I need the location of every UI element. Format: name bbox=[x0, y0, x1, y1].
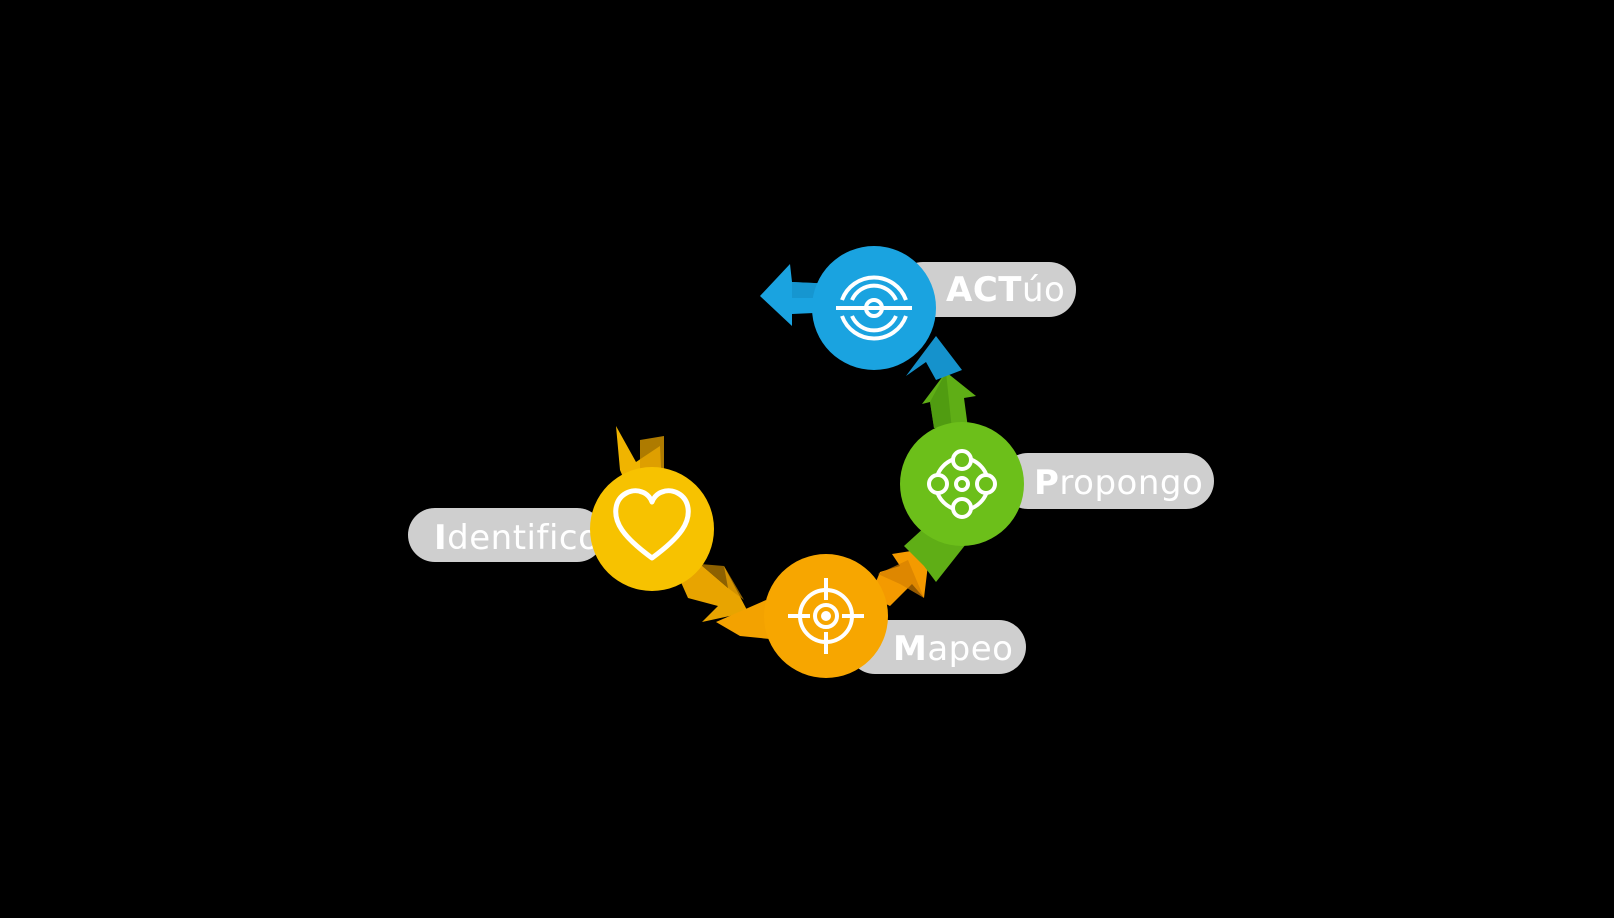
label-pill-actuo: ACTúo bbox=[896, 262, 1076, 317]
arrow-mapeo-to-propongo bbox=[870, 548, 930, 606]
step-rest-actuo: úo bbox=[1022, 270, 1065, 310]
step-mapeo bbox=[764, 554, 888, 678]
pill-mapeo bbox=[848, 620, 1026, 674]
step-actuo bbox=[812, 246, 936, 370]
arrow-tail-mapeo bbox=[716, 600, 780, 640]
label-pill-mapeo: Mapeo bbox=[848, 620, 1026, 674]
step-rest-identifico: dentifico bbox=[447, 518, 599, 558]
step-label-propongo: Propongo bbox=[1034, 463, 1203, 503]
pill-identifico bbox=[408, 508, 604, 562]
step-label-actuo: ACTúo bbox=[946, 270, 1065, 310]
heart-icon bbox=[613, 488, 691, 561]
label-pill-propongo: Propongo bbox=[1000, 453, 1214, 509]
step-rest-mapeo: apeo bbox=[927, 629, 1013, 669]
arrow-propongo-to-actuo bbox=[922, 372, 976, 430]
circle-identifico bbox=[590, 467, 714, 591]
arrow-tail-actuo bbox=[906, 336, 962, 380]
label-pill-identifico: Identifico bbox=[408, 508, 604, 562]
circle-propongo bbox=[900, 422, 1024, 546]
step-initial-propongo: P bbox=[1034, 463, 1059, 503]
step-propongo bbox=[900, 422, 1024, 546]
crosshair-icon bbox=[788, 578, 864, 654]
step-label-mapeo: Mapeo bbox=[893, 629, 1013, 669]
pill-propongo bbox=[1000, 453, 1214, 509]
step-identifico bbox=[590, 467, 714, 591]
pill-actuo bbox=[896, 262, 1076, 317]
step-label-identifico: Identifico bbox=[434, 518, 599, 558]
circle-of-people-icon bbox=[927, 449, 997, 519]
arrow-identifico-to-mapeo bbox=[680, 564, 748, 622]
step-rest-propongo: ropongo bbox=[1059, 463, 1203, 503]
step-initial-actuo: ACT bbox=[946, 270, 1022, 310]
step-initial-identifico: I bbox=[434, 518, 447, 558]
target-icon bbox=[836, 275, 912, 341]
step-initial-mapeo: M bbox=[893, 629, 927, 669]
